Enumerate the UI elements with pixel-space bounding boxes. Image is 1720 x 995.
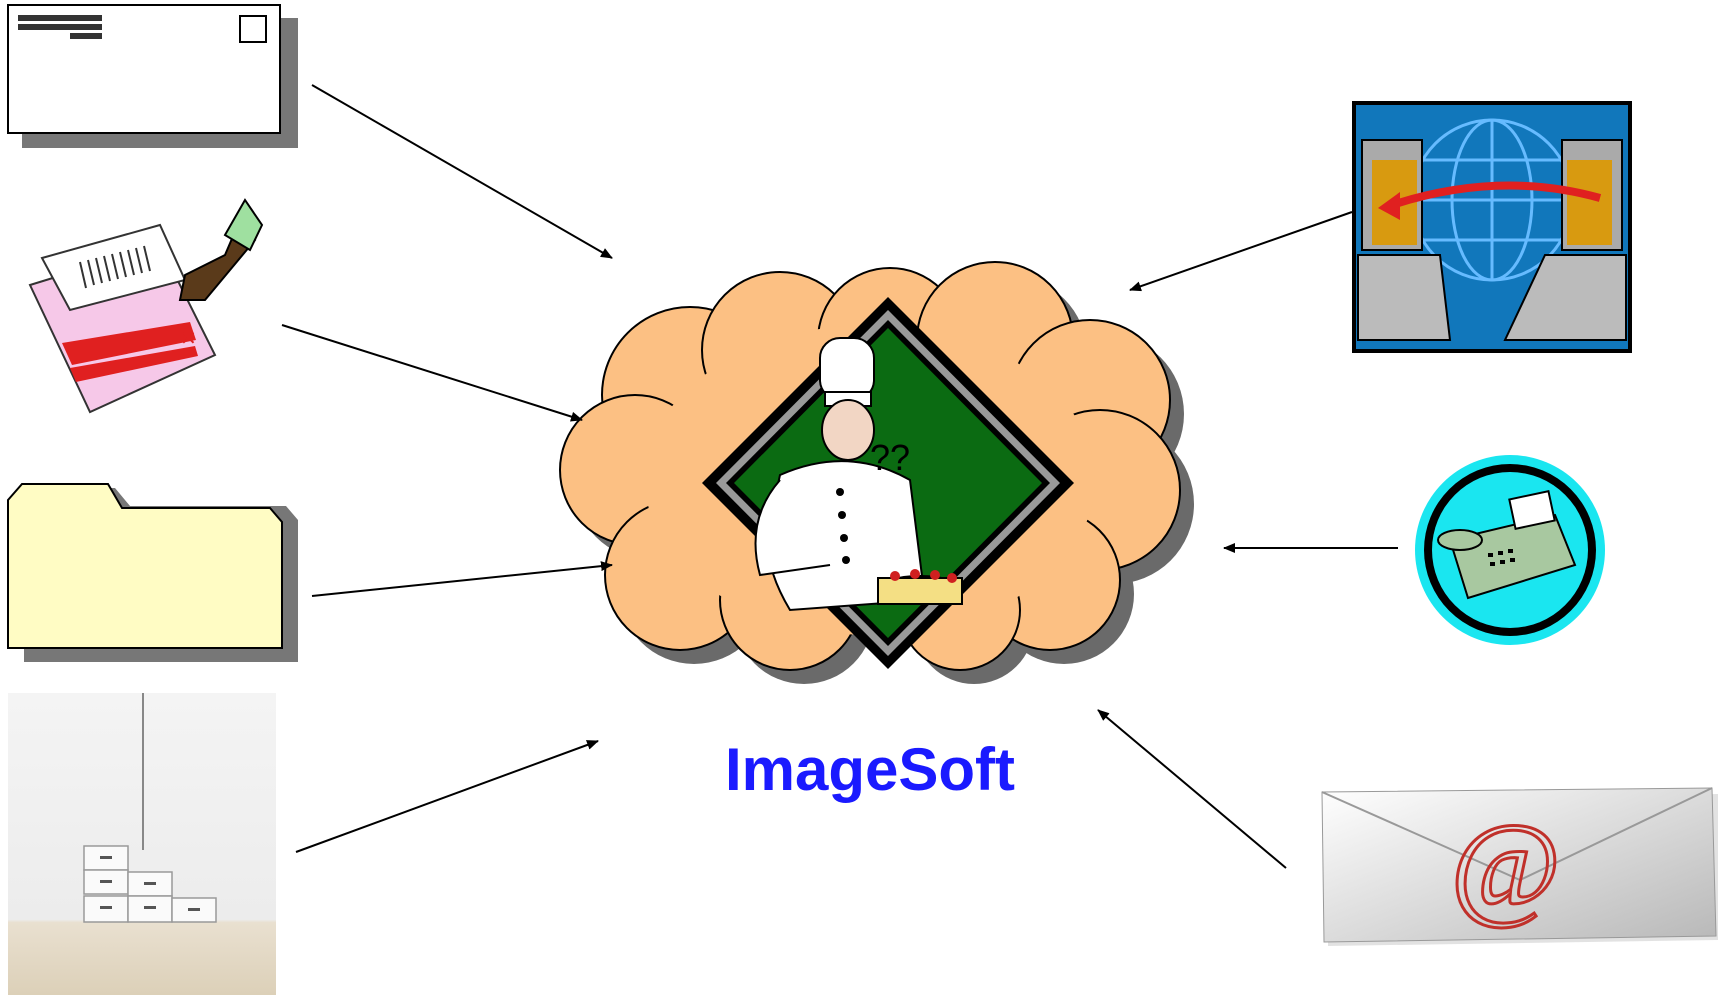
imagesoft-title: ImageSoft (724, 736, 1016, 803)
arrow-envelope (311, 84, 613, 259)
storage-boxes-photo (8, 693, 276, 995)
arrow-network (1129, 211, 1353, 292)
flow-arrows (281, 84, 1398, 869)
printed-document-icon: ✕ (28, 198, 264, 414)
arrow-email (1097, 709, 1287, 869)
chef-cloud-icon: ?? (559, 261, 1194, 684)
fax-machine-icon (1415, 455, 1605, 645)
folder-icon (7, 483, 298, 662)
arrow-document (281, 324, 583, 422)
svg-text:??: ?? (870, 437, 910, 478)
email-envelope-icon: @ (1321, 787, 1718, 946)
arrow-boxes (295, 740, 599, 853)
svg-text:@: @ (1450, 798, 1560, 931)
network-computers-icon (1352, 101, 1632, 353)
arrow-folder (311, 561, 613, 597)
svg-text:✕: ✕ (180, 328, 197, 350)
envelope-icon (7, 4, 298, 148)
